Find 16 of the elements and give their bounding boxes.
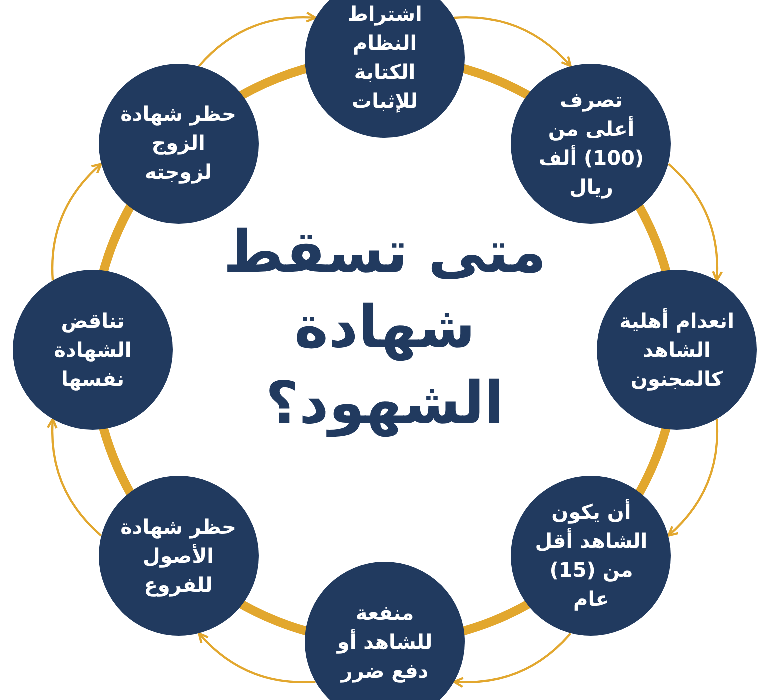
- curved-arrow: [47, 418, 102, 537]
- curved-arrow: [454, 16, 572, 68]
- circle-node: أن يكون الشاهد أقل من (15) عام: [511, 476, 672, 636]
- circle-node: حظر شهادة الزوج لزوجته: [98, 64, 259, 224]
- curved-arrow: [51, 163, 102, 281]
- circle-node: تصرف أعلى من (100) ألف ريال: [511, 64, 672, 224]
- circle-node: حظر شهادة الأصول للفروع: [98, 476, 259, 636]
- curved-arrow: [198, 12, 317, 68]
- curved-arrow: [668, 163, 723, 282]
- circle-node: منفعة للشاهد أو دفع ضرر: [305, 562, 465, 700]
- circle-node: تناقض الشهادة نفسها: [13, 270, 173, 430]
- curved-arrow: [198, 632, 316, 684]
- circle-node: اشتراط النظام الكتابة للإثبات: [305, 0, 465, 138]
- curved-arrow: [453, 632, 572, 688]
- circle-node: انعدام أهلية الشاهد كالمجنون: [597, 270, 757, 430]
- curved-arrow: [668, 419, 719, 537]
